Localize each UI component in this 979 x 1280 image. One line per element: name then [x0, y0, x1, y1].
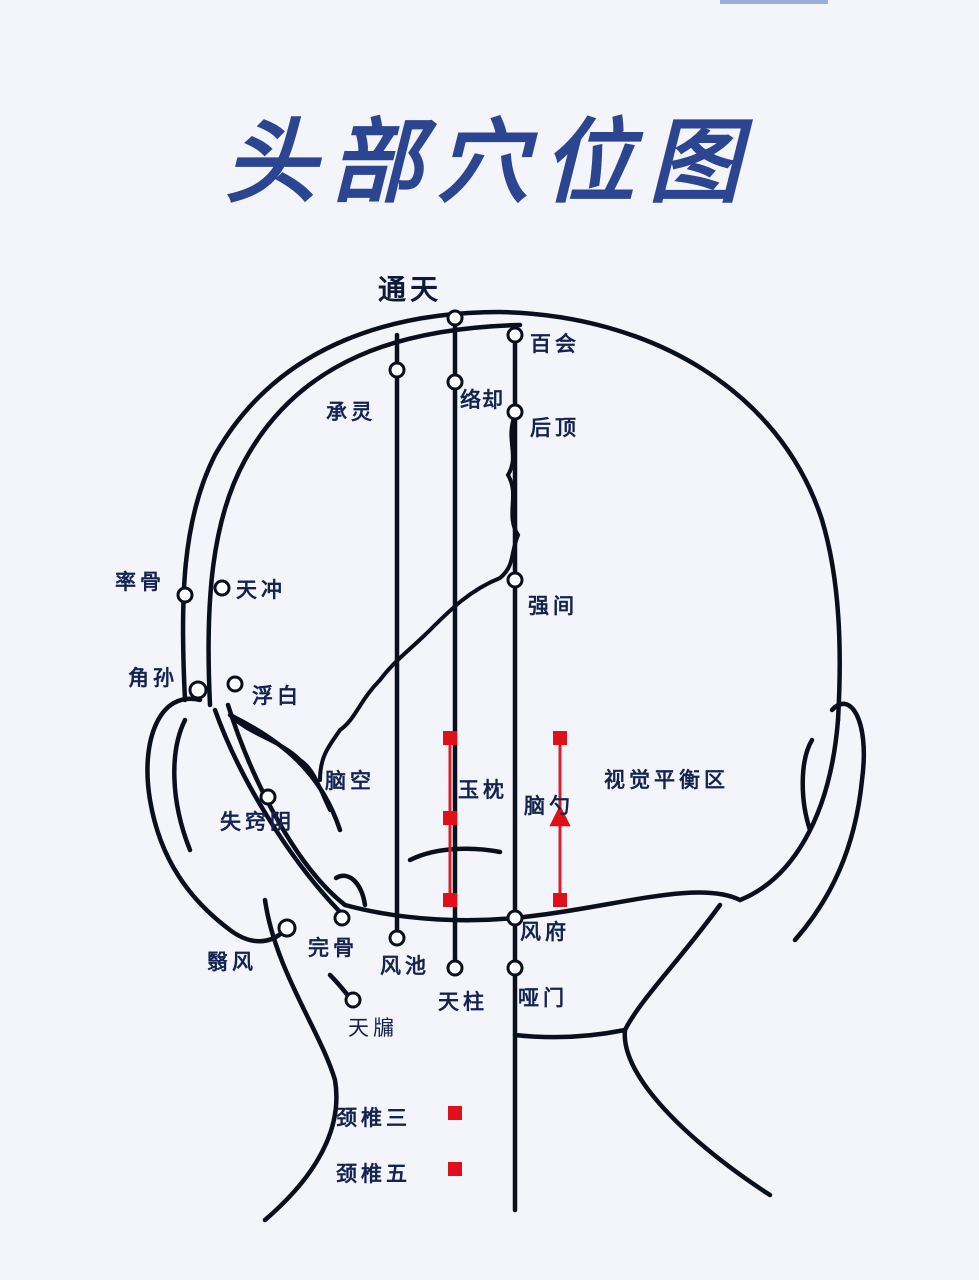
point-fengfu: [506, 909, 524, 927]
cervical-5-marker: [448, 1162, 462, 1176]
label-tongtian: 通天: [378, 273, 443, 306]
point-tianzhu: [446, 959, 464, 977]
right-ear-inner: [800, 737, 815, 833]
label-shijue: 视觉平衡区: [604, 768, 729, 792]
label-cervical-5: 颈椎五: [336, 1162, 411, 1186]
label-shuaigu: 率骨: [115, 570, 165, 594]
point-tianchong: [213, 579, 231, 597]
label-wangu: 完骨: [308, 936, 358, 960]
point-tianyou: [344, 991, 362, 1009]
label-cervical-3: 颈椎三: [336, 1106, 411, 1130]
suture-line: [318, 413, 521, 782]
occipital-inner: [407, 846, 503, 863]
point-wangu: [333, 909, 351, 927]
point-fengchi: [388, 929, 406, 947]
label-naoshao: 脑勺: [524, 794, 574, 818]
point-jiaosun: [188, 680, 208, 700]
neck-base: [512, 1027, 628, 1040]
point-luoque: [446, 373, 464, 391]
marker-square: [443, 731, 457, 745]
point-baihui: [506, 326, 524, 344]
label-naokong: 脑空: [325, 769, 375, 793]
label-tianyou: 天牖: [348, 1016, 398, 1040]
label-baihui: 百会: [530, 332, 580, 356]
point-yifeng: [277, 918, 297, 938]
inner-arc: [206, 322, 523, 708]
label-tianchong: 天冲: [236, 578, 286, 602]
label-chengling: 承灵: [326, 400, 376, 424]
left-ear: [145, 696, 288, 944]
right-ear: [792, 701, 867, 943]
point-tongtian: [446, 309, 464, 327]
label-luoque: 络却: [460, 388, 504, 412]
label-houding: 后顶: [530, 416, 580, 440]
point-yamen: [506, 959, 524, 977]
marker-square: [553, 893, 567, 907]
head-outline: [180, 309, 842, 723]
wangu-hook: [333, 873, 368, 908]
marker-square: [443, 811, 457, 825]
label-fubai: 浮白: [252, 684, 302, 708]
point-qiaoyin: [259, 788, 277, 806]
occipital-line: [342, 890, 743, 923]
point-houding: [506, 403, 524, 421]
label-qiaoyin: 失窍阴: [220, 810, 295, 834]
skull-base: [737, 717, 841, 903]
top-edge-bar: [720, 0, 828, 4]
neck-left: [262, 897, 339, 1223]
neck-right: [622, 902, 773, 1198]
page-title: 头部穴位图: [224, 108, 755, 216]
point-chengling: [388, 361, 406, 379]
suture-lower: [228, 713, 332, 812]
label-yifeng: 翳风: [207, 950, 257, 974]
point-qiangjian: [506, 571, 524, 589]
marker-square: [553, 731, 567, 745]
label-qiangjian: 强间: [528, 594, 578, 618]
label-tianzhu: 天柱: [438, 990, 488, 1014]
jaw-line-1: [212, 707, 343, 915]
label-fengfu: 风府: [520, 920, 570, 944]
label-yuzhen: 玉枕: [458, 778, 508, 802]
marker-triangle: [549, 804, 571, 827]
left-ear-inner: [172, 717, 193, 853]
point-fubai: [226, 675, 244, 693]
marker-square: [443, 893, 457, 907]
cervical-3-marker: [448, 1106, 462, 1120]
label-jiaosun: 角孙: [128, 666, 178, 690]
jaw-line-2: [225, 702, 348, 908]
label-yamen: 哑门: [518, 986, 568, 1010]
point-shuaigu: [176, 586, 194, 604]
label-fengchi: 风池: [380, 954, 430, 978]
